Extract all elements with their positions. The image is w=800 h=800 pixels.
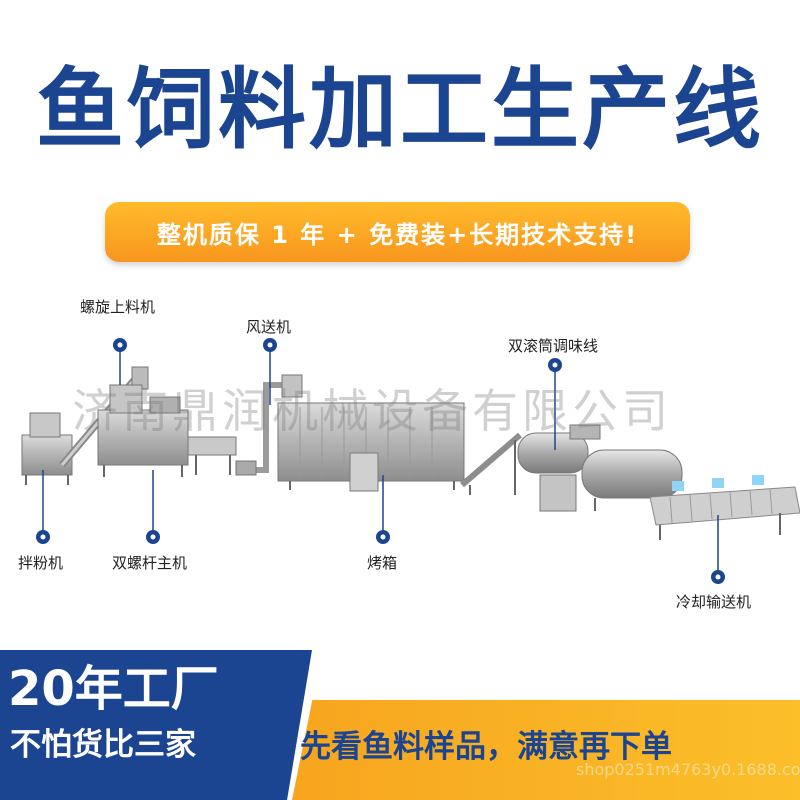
oven-machine (277, 402, 465, 492)
company-watermark: 济南鼎润机械设备有限公司 (72, 384, 672, 438)
label-extruder: 双螺杆主机 (112, 554, 188, 572)
factory-panel (0, 650, 312, 800)
sample-panel (292, 700, 800, 800)
cooling-conveyor-machine (649, 475, 800, 540)
incline-conveyor (460, 432, 522, 495)
double-drum-machine (517, 424, 683, 512)
warranty-banner: 整机质保 1 年 + 免费装+长期技术支持! (105, 202, 690, 262)
machine-illustration (21, 338, 800, 584)
label-cooling-conveyor: 冷却输送机 (676, 593, 752, 611)
shop-watermark: shop0251m4763y0.1688.com (576, 760, 800, 779)
pointer-lines (42, 343, 719, 575)
warranty-banner-text: 整机质保 1 年 + 免费装+长期技术支持! (156, 220, 639, 249)
air-conveyor-machine (235, 374, 303, 476)
page-title: 鱼饲料加工生产线 (35, 58, 764, 161)
factory-years: 20年工厂 (8, 661, 219, 717)
compare-slogan: 不怕货比三家 (10, 727, 196, 763)
label-air-conveyor: 风送机 (246, 318, 292, 336)
label-screw-feeder: 螺旋上料机 (80, 298, 156, 316)
extruder-machine (97, 384, 237, 477)
label-mixer: 拌粉机 (18, 554, 64, 572)
production-line-diagram: 济南鼎润机械设备有限公司 螺旋上料机 风送机 双滚筒调味线 拌粉机 双螺杆主机 … (0, 285, 800, 625)
sample-slogan: 先看鱼料样品，满意再下单 (300, 729, 672, 765)
mixer-machine (21, 412, 73, 485)
label-oven: 烤箱 (367, 554, 398, 572)
label-double-drum: 双滚筒调味线 (508, 337, 599, 355)
